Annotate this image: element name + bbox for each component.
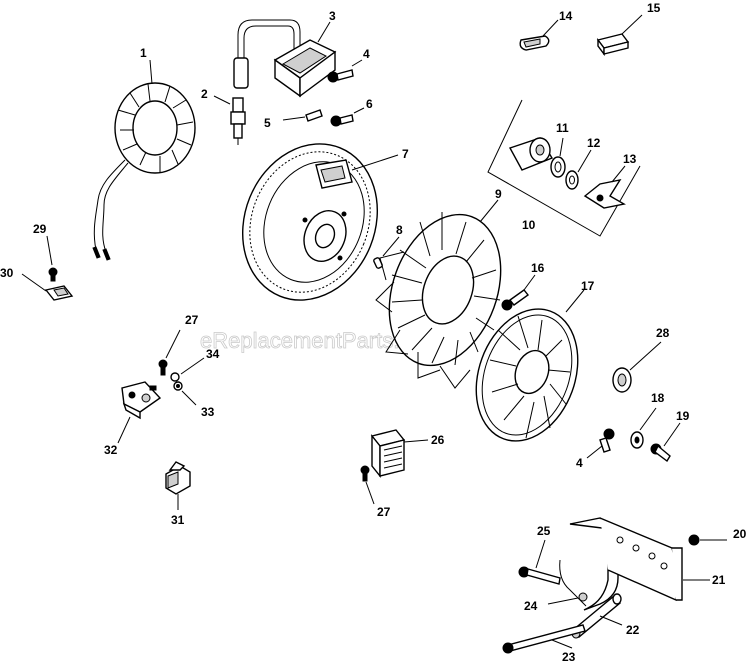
washer-part-34[interactable] [170,372,180,382]
callout-33: 33 [201,405,215,419]
nut-part-20[interactable] [688,534,700,546]
retainer-ring-part-11[interactable] [550,156,566,178]
callout-6: 6 [366,97,373,111]
callout-24: 24 [524,599,538,613]
clip-part-30[interactable] [44,285,74,301]
callout-19: 19 [676,409,690,423]
screw-part-29[interactable] [48,267,58,282]
callout-12: 12 [587,136,601,150]
disc-part-28[interactable] [612,367,632,393]
callout-23: 23 [562,650,576,664]
screw-part-lower[interactable] [599,428,615,453]
callout-29: 29 [33,222,47,236]
callout-27-upper: 27 [185,313,199,327]
callout-7: 7 [402,147,409,161]
callout-28: 28 [656,326,670,340]
callout-2: 2 [201,87,208,101]
stator-coil-part[interactable] [92,82,196,261]
callout-14: 14 [559,9,573,23]
callout-34: 34 [206,347,220,361]
rectifier-part-32[interactable] [121,381,162,420]
callout-9: 9 [495,187,502,201]
rotating-screen-part[interactable] [459,295,596,456]
flywheel-part[interactable] [220,123,400,320]
nut-part-24[interactable] [578,592,588,602]
screw-part-19[interactable] [650,443,671,463]
washer-part-33[interactable] [173,381,183,391]
flywheel-key-part[interactable] [305,109,323,122]
callout-30: 30 [0,266,14,280]
ignition-module-part[interactable] [233,19,337,98]
grommet-part-15[interactable] [596,33,630,57]
wing-nut-part-13[interactable] [583,178,626,209]
callout-16: 16 [531,261,545,275]
spark-plug-part[interactable] [230,97,246,145]
callout-31: 31 [171,513,185,527]
screw-part-6[interactable] [330,114,354,127]
callout-21: 21 [712,573,726,587]
bracket-part-31[interactable] [165,461,191,495]
bolt-part-25[interactable] [518,566,561,585]
callout-10: 10 [522,218,536,232]
screw-part-27-lower[interactable] [360,465,370,482]
long-bolt-part-23[interactable] [502,624,586,654]
regulator-part-26[interactable] [370,429,406,478]
washer-part-18[interactable] [630,431,644,449]
spacer-tube-part-22[interactable] [571,593,622,639]
clip-part-14[interactable] [519,35,550,51]
callout-13: 13 [623,152,637,166]
callout-3: 3 [329,9,336,23]
screw-part-27-upper[interactable] [158,359,168,376]
callout-11: 11 [556,121,569,135]
screw-part-upper[interactable] [327,69,354,83]
callout-15: 15 [647,1,661,15]
callout-20: 20 [733,527,747,541]
cooling-fan-part[interactable] [369,199,520,389]
callout-1: 1 [140,46,147,60]
callout-5: 5 [264,116,271,130]
callout-8: 8 [396,223,403,237]
callout-26: 26 [431,433,445,447]
callout-4-upper: 4 [363,47,370,61]
washer-part-12[interactable] [565,170,579,190]
starter-pawl-part[interactable] [508,137,554,171]
screw-part-16[interactable] [501,289,530,311]
callout-22: 22 [626,623,640,637]
mounting-bracket-part-21[interactable] [559,517,683,611]
callout-27-lower: 27 [377,505,391,519]
callout-25: 25 [537,524,551,538]
callout-18: 18 [651,391,665,405]
callout-32: 32 [104,443,118,457]
callout-17: 17 [581,279,595,293]
callout-4-lower: 4 [576,456,583,470]
